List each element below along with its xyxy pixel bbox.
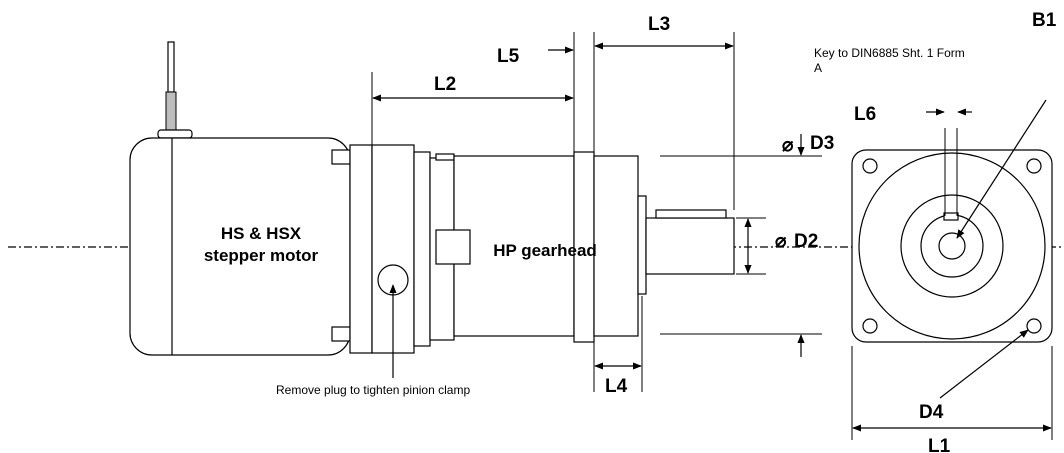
output-shaft	[645, 209, 735, 275]
mounting-hole	[862, 318, 878, 334]
dim-label-L5: L5	[497, 46, 520, 67]
mounting-hole	[1026, 158, 1042, 174]
key-note-line2: A	[814, 61, 822, 75]
diameter-symbol-d2: ⌀	[775, 231, 787, 252]
motor-label-line1: HS & HSX	[221, 224, 302, 243]
dim-label-L1: L1	[928, 436, 951, 453]
dim-label-D4: D4	[919, 402, 944, 423]
gearhead-label: HP gearhead	[493, 241, 597, 260]
motor-cable	[157, 41, 193, 139]
diameter-symbol-d3: ⌀	[782, 135, 794, 156]
gearhead-body	[435, 151, 647, 343]
plug-note: Remove plug to tighten pinion clamp	[276, 383, 470, 397]
dim-label-D3: D3	[810, 133, 834, 154]
motor-label-line2: stepper motor	[204, 246, 319, 265]
front-view-flange	[851, 149, 1053, 343]
dim-label-D2: D2	[794, 231, 818, 252]
mounting-hole	[862, 158, 878, 174]
dim-label-L3: L3	[648, 14, 670, 35]
mounting-hole	[1026, 318, 1042, 334]
dim-label-B1: B1	[1032, 10, 1057, 31]
dimension-lines	[371, 32, 1053, 440]
dim-label-L6: L6	[854, 104, 876, 125]
key-note-line1: Key to DIN6885 Sht. 1 Form	[814, 46, 965, 60]
dim-label-L2: L2	[434, 74, 456, 95]
dim-label-L4: L4	[605, 376, 628, 397]
